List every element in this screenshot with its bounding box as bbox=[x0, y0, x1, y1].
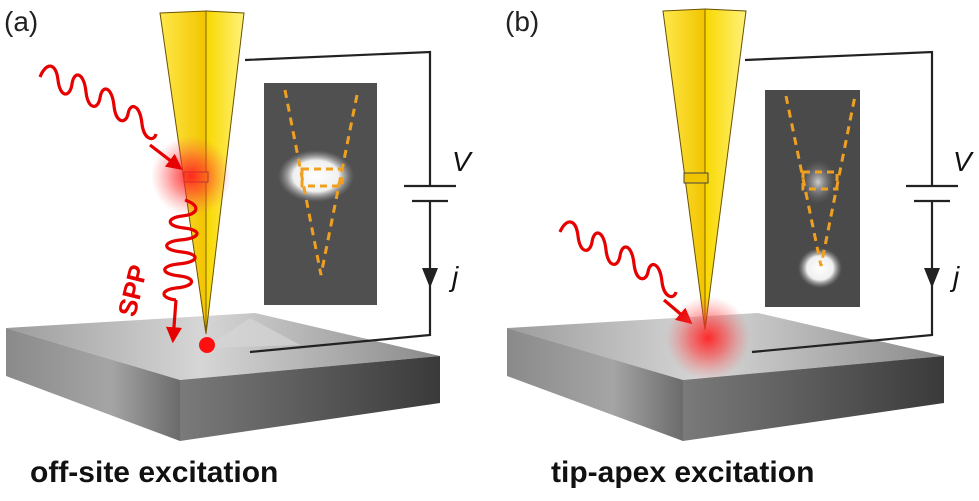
circuit-b bbox=[744, 50, 958, 354]
current-label-b: j bbox=[949, 261, 960, 292]
voltage-label-a: V bbox=[452, 146, 473, 177]
panel-a bbox=[6, 10, 456, 441]
stm-tip-b bbox=[662, 8, 747, 331]
circuit-a bbox=[244, 50, 456, 354]
stm-image-a bbox=[264, 83, 377, 305]
stm-image-b bbox=[765, 90, 860, 307]
current-label-a: j bbox=[448, 261, 459, 292]
voltage-label-b: V bbox=[953, 146, 974, 177]
panel-a-label: (a) bbox=[4, 6, 39, 37]
caption-a: off-site excitation bbox=[30, 456, 279, 489]
apex-glow-b bbox=[666, 296, 750, 380]
apex-spot-a bbox=[199, 337, 215, 353]
spp-wave-a bbox=[162, 198, 199, 302]
laser-beam-b bbox=[558, 220, 678, 299]
current-arrow-b bbox=[924, 268, 940, 288]
panel-b-label: (b) bbox=[505, 6, 540, 37]
caption-b: tip-apex excitation bbox=[551, 456, 815, 489]
current-arrow-a bbox=[422, 268, 438, 288]
panel-b bbox=[507, 8, 958, 441]
substrate-a bbox=[6, 313, 440, 441]
spp-label: SPP bbox=[112, 262, 154, 320]
